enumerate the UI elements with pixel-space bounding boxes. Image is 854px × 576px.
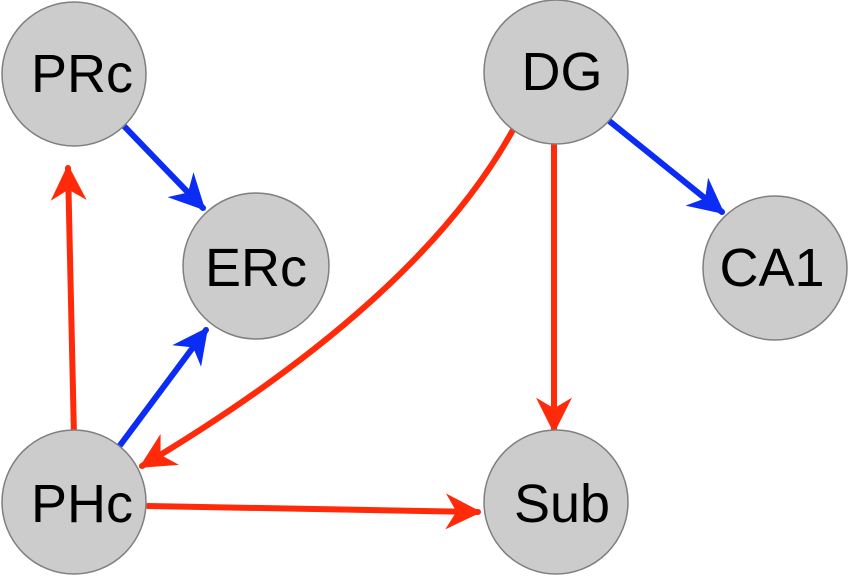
node-erc: ERc: [182, 192, 330, 340]
edge-phc-to-sub: [145, 493, 482, 530]
node-sub-label: Sub: [514, 474, 610, 534]
node-dg-label: DG: [522, 42, 603, 102]
node-prc-circle: [1, 1, 147, 147]
node-ca1: CA1: [702, 195, 848, 341]
edge-phc-to-erc: [115, 327, 209, 451]
node-phc: PHc: [1, 429, 147, 575]
node-dg-circle: [483, 0, 629, 145]
edge-dg-to-phc: [138, 125, 517, 469]
node-phc-circle: [1, 429, 147, 575]
node-ca1-label: CA1: [719, 238, 824, 298]
node-dg: DG: [483, 0, 629, 145]
node-ca1-circle: [702, 195, 848, 341]
edges-layer: [50, 117, 725, 530]
node-prc: PRc: [1, 1, 147, 147]
node-phc-label: PHc: [31, 474, 133, 534]
node-sub: Sub: [483, 429, 629, 575]
edge-dg-to-ca1: [605, 117, 725, 215]
edge-phc-to-prc: [50, 164, 87, 439]
node-prc-label: PRc: [31, 44, 133, 104]
node-sub-circle: [483, 429, 629, 575]
node-erc-circle: [182, 192, 330, 340]
node-erc-label: ERc: [205, 238, 307, 298]
edge-prc-to-erc: [119, 121, 206, 211]
